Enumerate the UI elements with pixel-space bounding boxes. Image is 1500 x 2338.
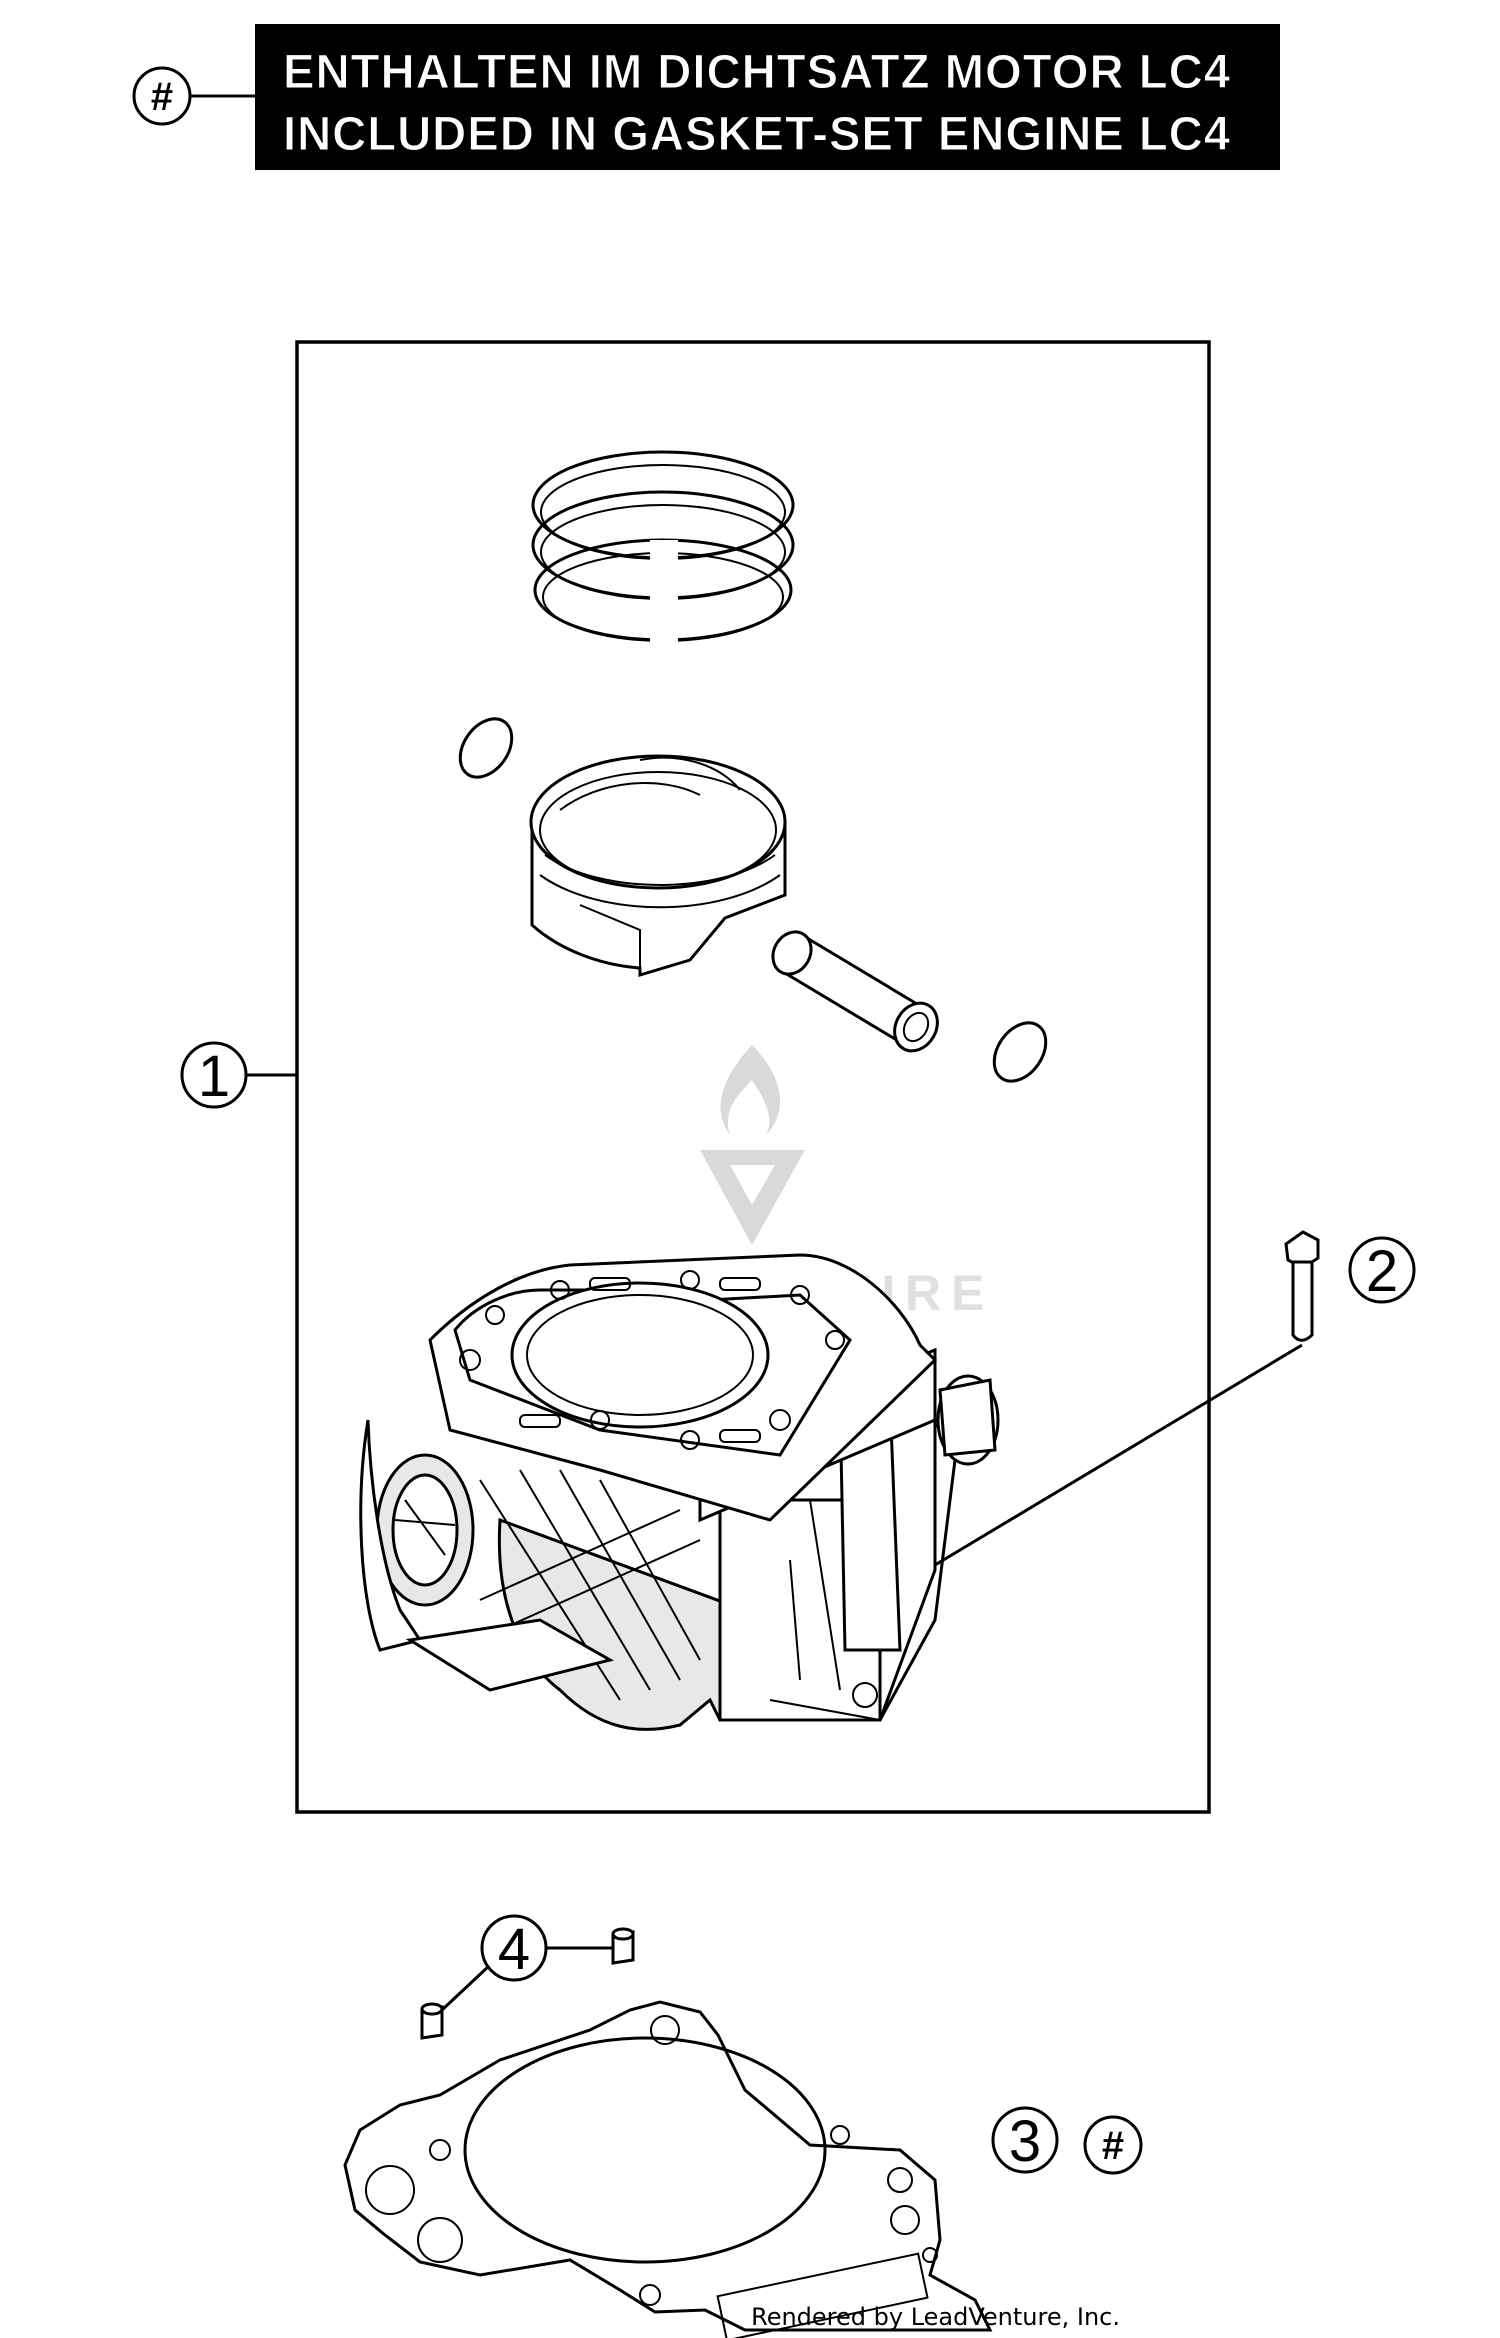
callout-3-hash-marker: [1083, 2115, 1143, 2175]
piston-pin: [771, 930, 939, 1053]
cylinder: [359, 1253, 1000, 1731]
watermark-v-icon: [700, 1150, 805, 1245]
legend-hash-symbol: #: [151, 75, 173, 119]
watermark-flame-icon: [720, 1045, 781, 1135]
callout-2-number: 2: [1366, 1239, 1398, 1304]
cylinder-base-gasket: 3 #: [343, 2000, 1143, 2338]
render-credit: Rendered by LeadVenture, Inc.: [751, 2303, 1120, 2331]
dowel-sleeves: 4: [420, 1914, 635, 2040]
callout-1-circle: [180, 1041, 248, 1109]
piston: [529, 754, 787, 978]
legend-line-english: INCLUDED IN GASKET-SET ENGINE LC4: [283, 108, 1231, 161]
callout-1-number: 1: [198, 1044, 230, 1109]
legend-box: [255, 24, 1280, 170]
kit-frame: 1: [180, 340, 1211, 1814]
legend-line-german: ENTHALTEN IM DICHTSATZ MOTOR LC4: [283, 46, 1231, 99]
piston-rings: [531, 450, 795, 650]
callout-4-leader-b: [440, 1963, 492, 2012]
legend: # ENTHALTEN IM DICHTSATZ MOTOR LC4 INCLU…: [132, 24, 1280, 170]
callout-3-hash-symbol: #: [1102, 2124, 1124, 2168]
callout-3-circle: [991, 2106, 1059, 2174]
callout-4-circle: [480, 1914, 548, 1982]
screw: 2: [934, 1230, 1416, 1567]
callout-3-number: 3: [1009, 2109, 1041, 2174]
callout-2-leader: [934, 1343, 1303, 1567]
circlip-left: [458, 717, 514, 779]
callout-4-number: 4: [498, 1917, 530, 1982]
circlip-right: [992, 1021, 1048, 1083]
callout-2-circle: [1348, 1236, 1416, 1304]
